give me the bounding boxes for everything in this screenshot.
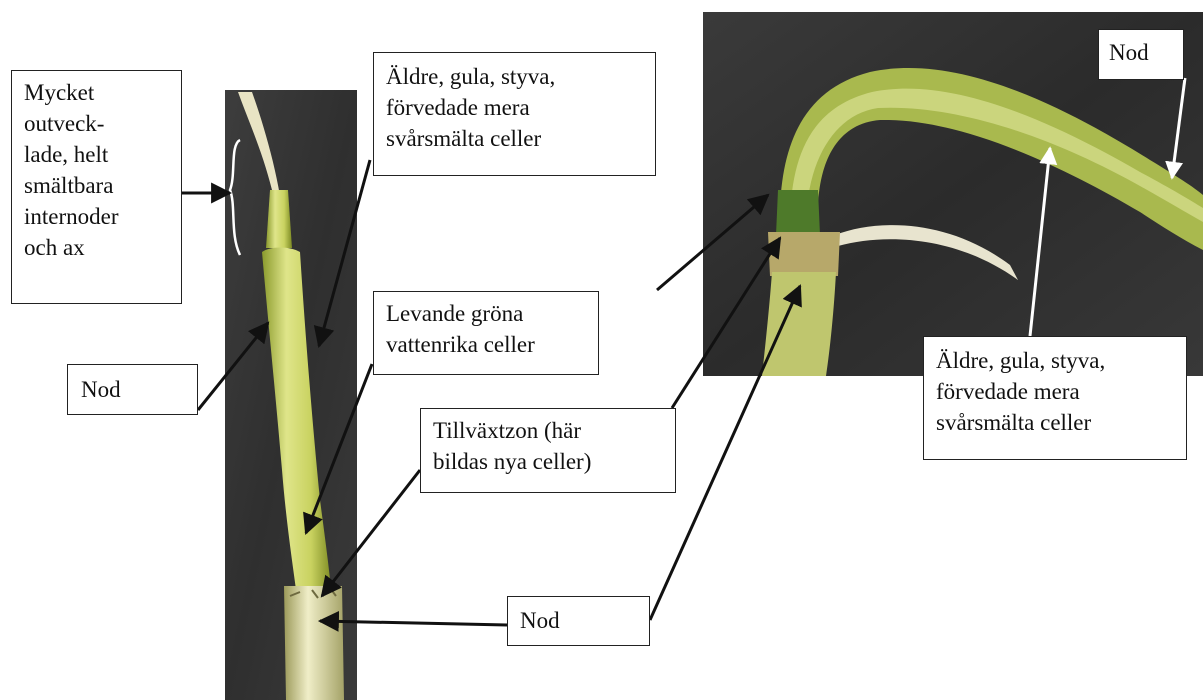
label-outvecklade-internoder: Mycket outveck- lade, helt smältbara int… — [11, 70, 182, 304]
label-nod-bottom: Nod — [507, 596, 650, 646]
label-levande-celler: Levande gröna vattenrika celler — [373, 291, 599, 375]
label-nod-left: Nod — [67, 364, 198, 415]
label-tillvaxtzon: Tillväxtzon (här bildas nya celler) — [420, 408, 676, 493]
label-nod-right: Nod — [1098, 29, 1184, 80]
label-aldre-celler-right: Äldre, gula, styva, förvedade mera svårs… — [923, 336, 1187, 460]
left-stem-photo — [225, 90, 357, 700]
label-aldre-celler-left: Äldre, gula, styva, förvedade mera svårs… — [373, 52, 656, 176]
